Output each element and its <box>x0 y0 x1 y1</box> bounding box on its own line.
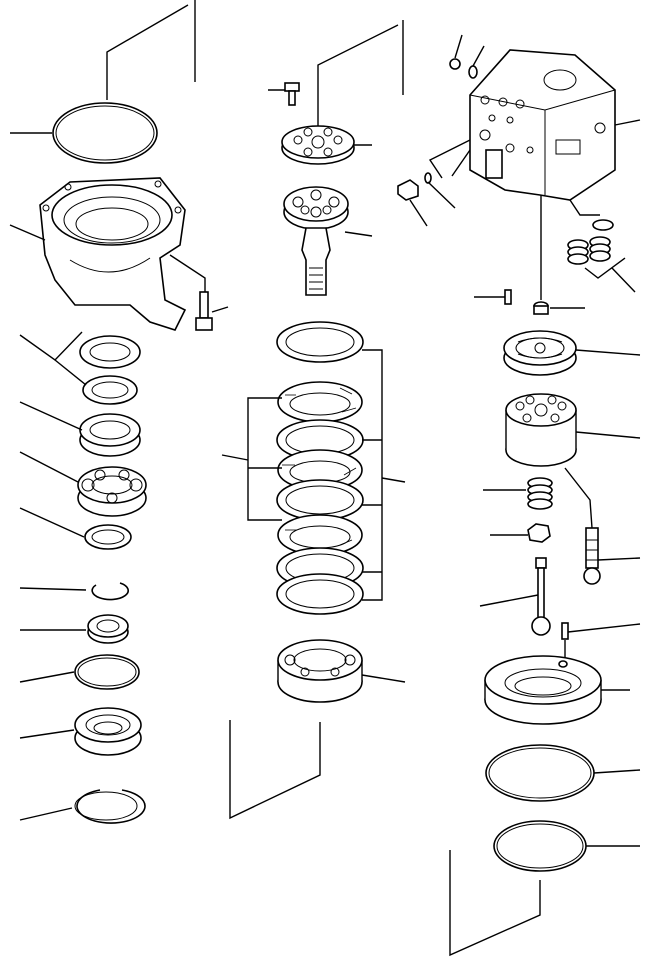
separator-plate-3 <box>276 479 364 521</box>
bracket-friction-discs <box>247 397 282 521</box>
plug-screw <box>397 139 471 227</box>
valve-cap-screws <box>449 34 485 79</box>
retaining-ring-bottom <box>19 789 146 824</box>
end-cover <box>484 640 630 725</box>
center-spring <box>483 477 553 510</box>
tapered-roller-bearing <box>277 639 406 703</box>
snap-ring-small <box>19 582 129 601</box>
pin-and-bushing <box>474 195 585 315</box>
o-ring-large-right <box>485 744 641 802</box>
right-column-parts <box>397 34 641 957</box>
plate-stack <box>276 321 364 615</box>
center-column-parts <box>221 20 406 820</box>
drive-shaft <box>283 186 373 296</box>
bracket-line-top-left-2 <box>106 4 189 100</box>
separator-plate-1 <box>276 321 364 363</box>
seal-ring <box>19 401 141 457</box>
ball-bearing-small <box>20 614 129 644</box>
separator-plate-5 <box>276 573 364 615</box>
valve-plate <box>503 330 641 376</box>
bracket-line-top-center-2 <box>317 24 399 135</box>
leader-separator-plates <box>381 477 406 483</box>
o-ring-large-top <box>10 102 158 164</box>
spring-pair <box>567 199 636 293</box>
left-column-parts <box>9 0 229 824</box>
roller-bearing-left <box>19 451 147 517</box>
o-ring-medium-left <box>19 654 140 690</box>
valve-block <box>469 49 641 201</box>
motor-housing <box>9 177 187 331</box>
leader-friction-discs <box>221 454 249 461</box>
cylinder-block <box>505 393 641 467</box>
center-rod <box>479 557 551 636</box>
retainer-plate <box>281 125 372 165</box>
piston-assembly <box>564 467 641 585</box>
oil-seal <box>19 707 142 756</box>
small-pin <box>561 622 641 640</box>
housing-bolt <box>169 254 229 331</box>
friction-disc-1 <box>277 381 363 423</box>
o-ring-lower-right <box>493 820 640 872</box>
hex-nut <box>490 523 551 543</box>
bracket-line-bottom-center <box>229 720 321 820</box>
collar-ring <box>19 331 141 405</box>
bracket-separator-plates <box>362 349 383 601</box>
small-screw <box>268 82 300 106</box>
bracket-line-bottom-right <box>449 850 541 957</box>
thrust-washer <box>19 507 132 550</box>
